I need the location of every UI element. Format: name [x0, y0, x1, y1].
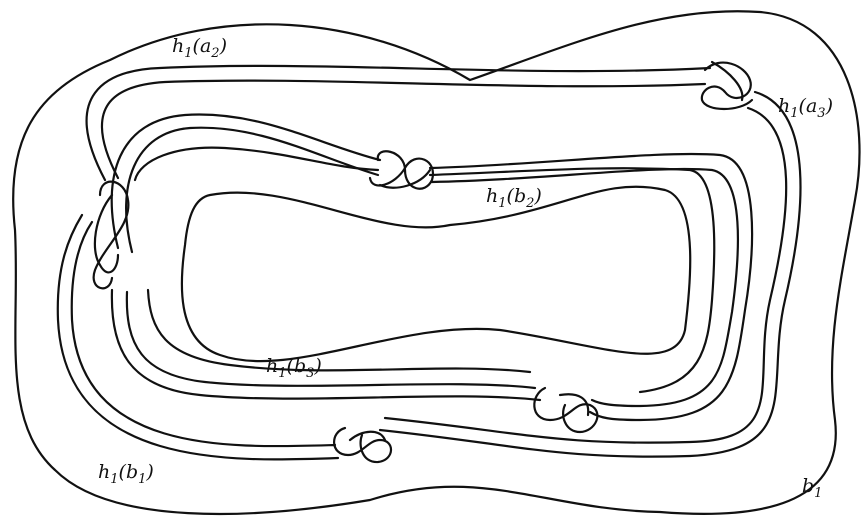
- knot-left: [92, 180, 130, 290]
- label-h1-b1: h1(b1): [98, 461, 154, 487]
- channel-1-outer-edge: [70, 64, 802, 458]
- channel-1-inner-edge: [56, 79, 788, 461]
- inner-hole-curve: [180, 185, 692, 363]
- label-h1-b3: h1(b3): [266, 355, 322, 381]
- label-h1-a2: h1(a2): [172, 35, 227, 61]
- channel-3-outer-edge: [133, 146, 716, 394]
- knot-b2: [368, 150, 435, 190]
- knot-b1: [333, 426, 393, 464]
- knot-a3: [700, 60, 754, 111]
- label-b1: b1: [802, 475, 822, 501]
- label-h1-b2: h1(b2): [486, 185, 542, 211]
- label-h1-a3: h1(a3): [778, 95, 833, 121]
- channel-2-outer-edge: [110, 113, 754, 422]
- outer-boundary-curve: [12, 10, 861, 516]
- knot-b3: [533, 386, 599, 434]
